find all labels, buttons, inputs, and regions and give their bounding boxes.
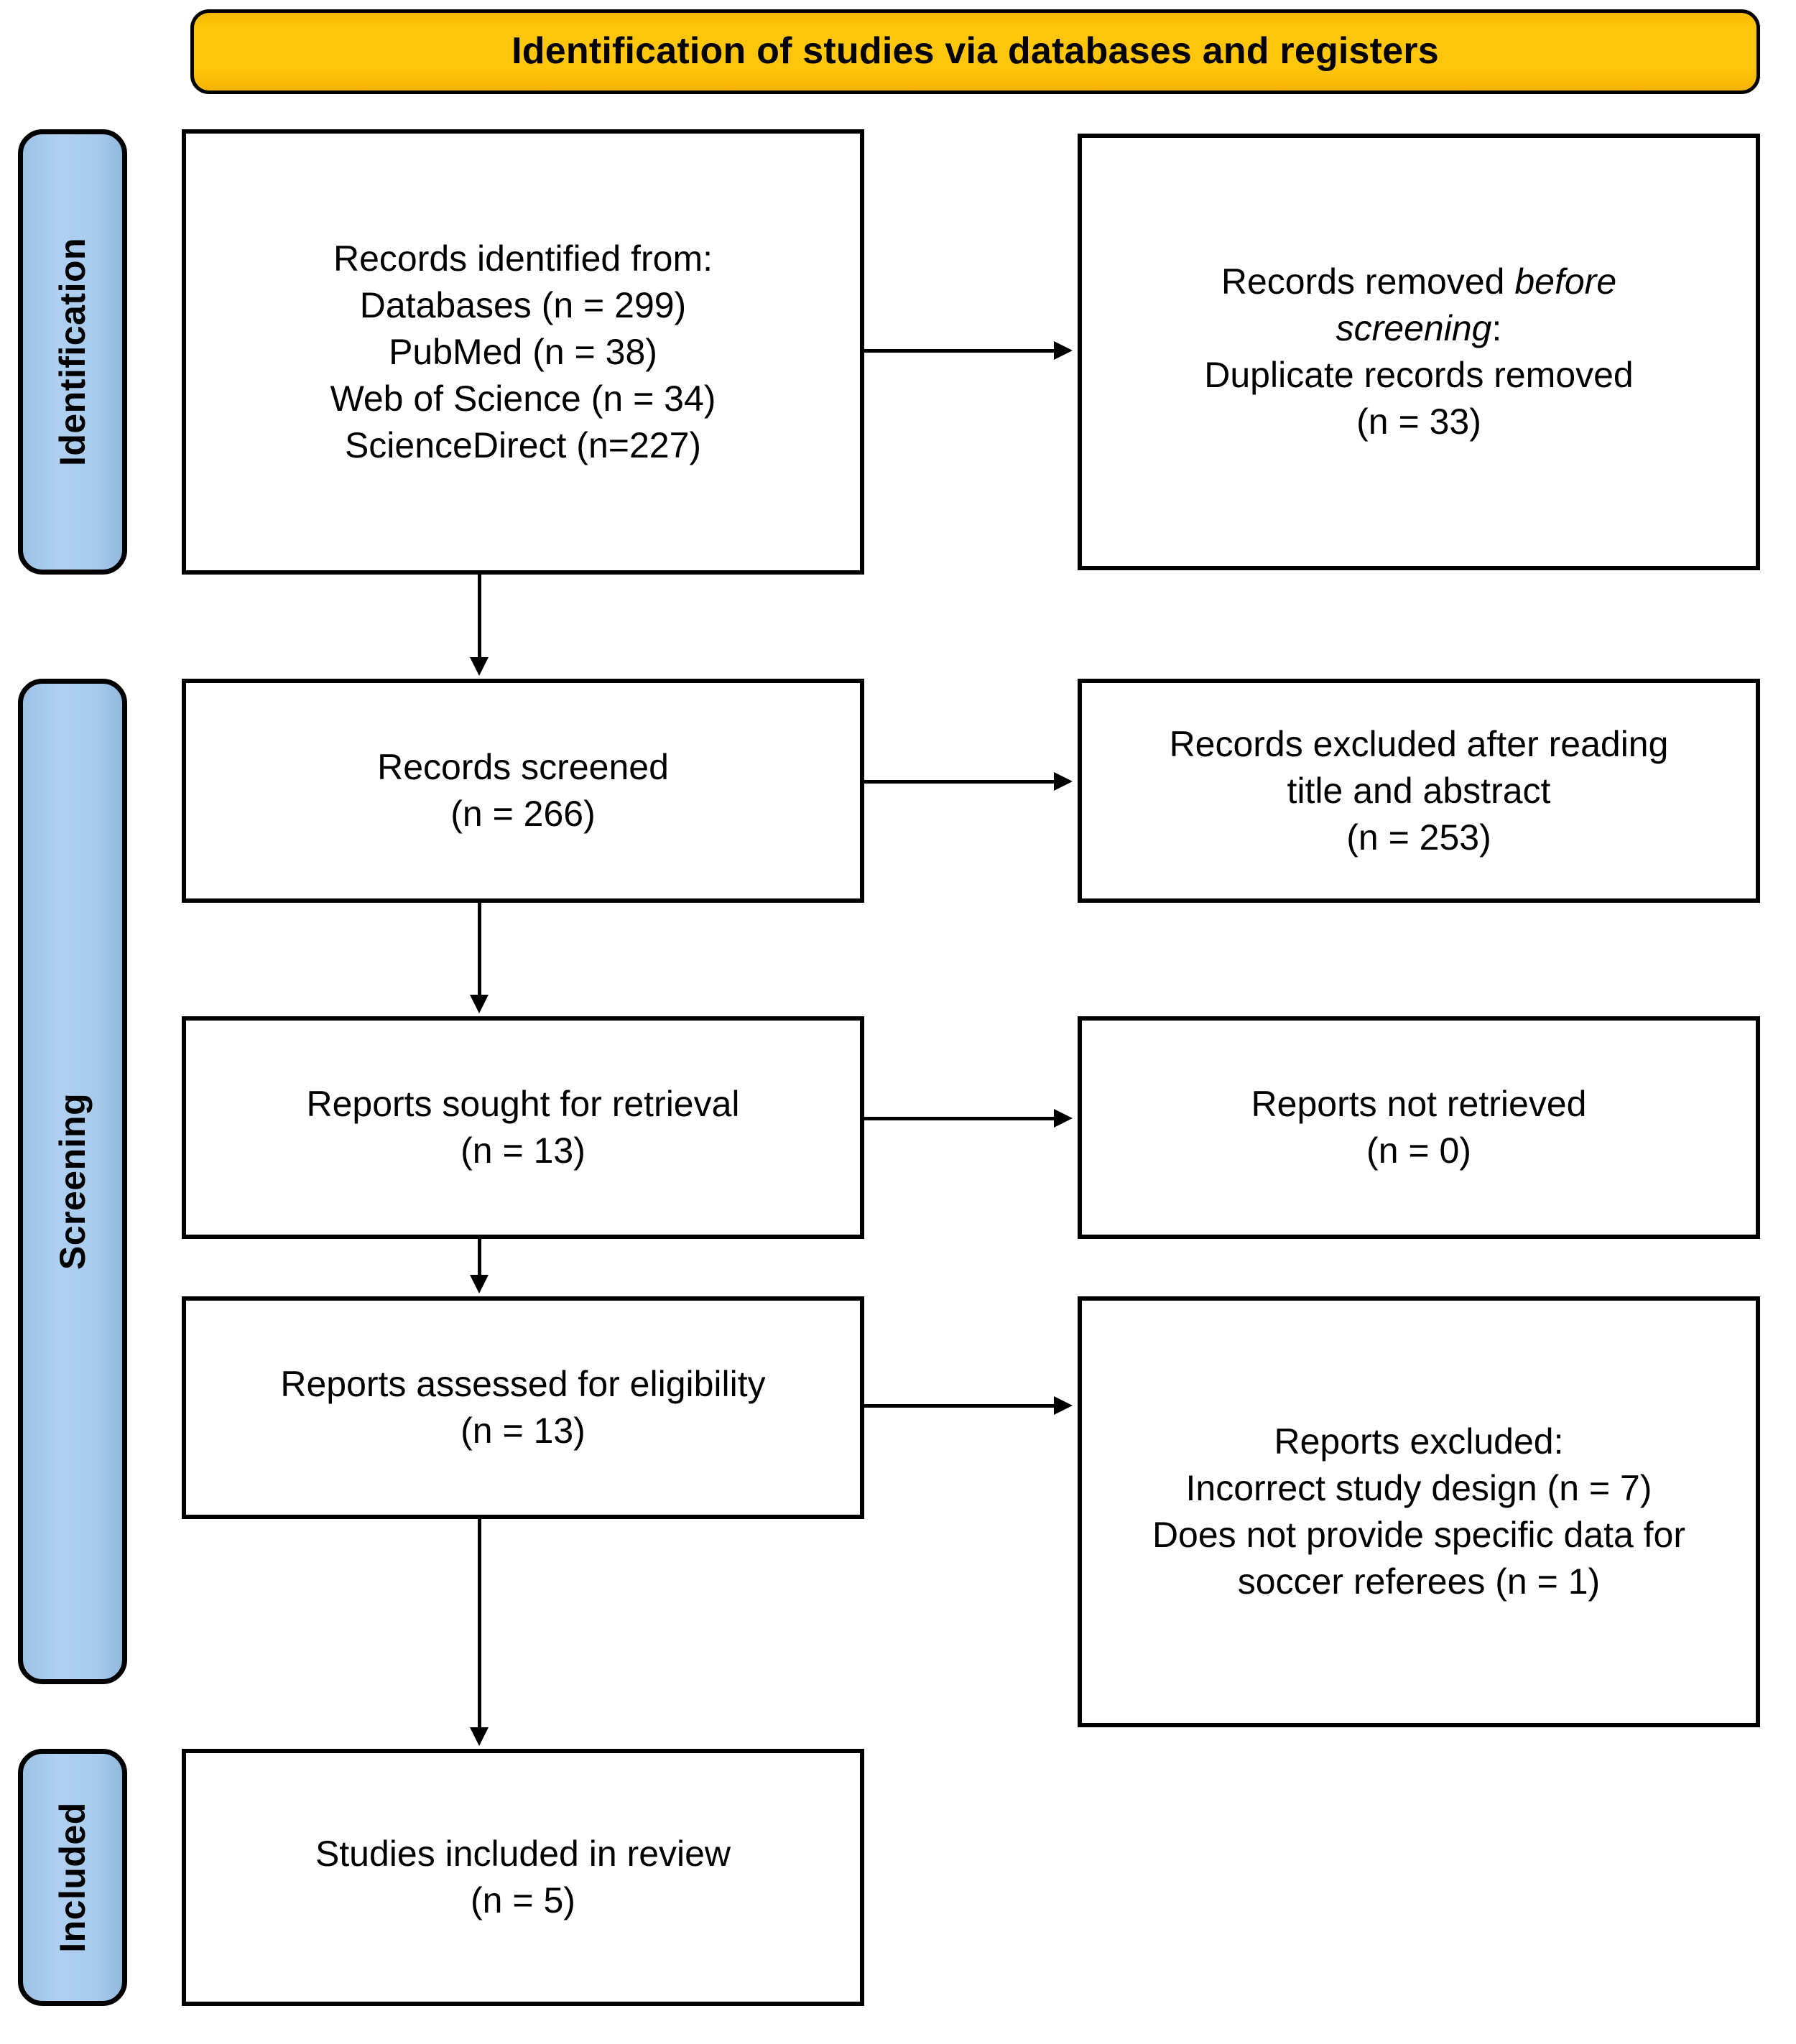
box-reports-not-retrieved-text: Reports not retrieved (n = 0) xyxy=(1251,1084,1587,1171)
connector-screened-to-excluded xyxy=(864,780,1054,784)
stage-label-included: Included xyxy=(52,1802,93,1953)
box-records-identified: Records identified from: Databases (n = … xyxy=(182,129,864,575)
stage-tab-screening: Screening xyxy=(18,679,127,1684)
box-reports-assessed-text: Reports assessed for eligibility (n = 13… xyxy=(280,1364,766,1451)
diagram-header-banner: Identification of studies via databases … xyxy=(190,9,1760,94)
stage-label-identification: Identification xyxy=(52,237,93,467)
connector-identified-to-screened xyxy=(478,575,481,657)
records-removed-emphasis-before: before xyxy=(1514,261,1617,302)
stage-label-screening: Screening xyxy=(52,1092,93,1270)
arrowhead-identified-to-screened xyxy=(470,657,489,676)
box-reports-sought-for-retrieval: Reports sought for retrieval (n = 13) xyxy=(182,1016,864,1239)
records-removed-prefix: Records removed xyxy=(1221,261,1515,302)
box-reports-assessed-for-eligibility: Reports assessed for eligibility (n = 13… xyxy=(182,1296,864,1519)
connector-identified-to-removed xyxy=(864,349,1054,353)
page-title: Identification of studies via databases … xyxy=(512,30,1439,73)
box-reports-sought-text: Reports sought for retrieval (n = 13) xyxy=(306,1084,740,1171)
connector-assessed-to-included xyxy=(478,1519,481,1727)
connector-sought-to-notretrieved xyxy=(864,1117,1054,1120)
box-reports-excluded-text: Reports excluded: Incorrect study design… xyxy=(1152,1421,1686,1602)
box-reports-excluded: Reports excluded: Incorrect study design… xyxy=(1078,1296,1760,1727)
box-records-excluded: Records excluded after reading title and… xyxy=(1078,679,1760,903)
arrowhead-screened-to-sought xyxy=(470,995,489,1013)
connector-sought-to-assessed xyxy=(478,1239,481,1275)
arrowhead-sought-to-notretrieved xyxy=(1054,1109,1073,1128)
box-records-excluded-text: Records excluded after reading title and… xyxy=(1169,723,1669,858)
arrowhead-assessed-to-excluded xyxy=(1054,1396,1073,1415)
arrowhead-assessed-to-included xyxy=(470,1727,489,1746)
box-studies-included-in-review: Studies included in review (n = 5) xyxy=(182,1749,864,2006)
stage-tab-included: Included xyxy=(18,1749,127,2006)
records-removed-emphasis-screening: screening xyxy=(1336,308,1492,348)
box-records-identified-text: Records identified from: Databases (n = … xyxy=(330,238,716,465)
box-records-removed-before-screening: Records removed before screening: Duplic… xyxy=(1078,134,1760,570)
connector-assessed-to-excluded xyxy=(864,1404,1054,1408)
box-records-screened: Records screened (n = 266) xyxy=(182,679,864,903)
stage-tab-identification: Identification xyxy=(18,129,127,575)
arrowhead-sought-to-assessed xyxy=(470,1275,489,1293)
box-records-screened-text: Records screened (n = 266) xyxy=(377,747,669,834)
box-studies-included-text: Studies included in review (n = 5) xyxy=(315,1834,731,1920)
records-removed-suffix: : Duplicate records removed (n = 33) xyxy=(1204,308,1634,442)
box-records-removed-text: Records removed before screening: Duplic… xyxy=(1204,259,1634,445)
box-reports-not-retrieved: Reports not retrieved (n = 0) xyxy=(1078,1016,1760,1239)
connector-screened-to-sought xyxy=(478,903,481,995)
arrowhead-identified-to-removed xyxy=(1054,341,1073,360)
arrowhead-screened-to-excluded xyxy=(1054,772,1073,791)
